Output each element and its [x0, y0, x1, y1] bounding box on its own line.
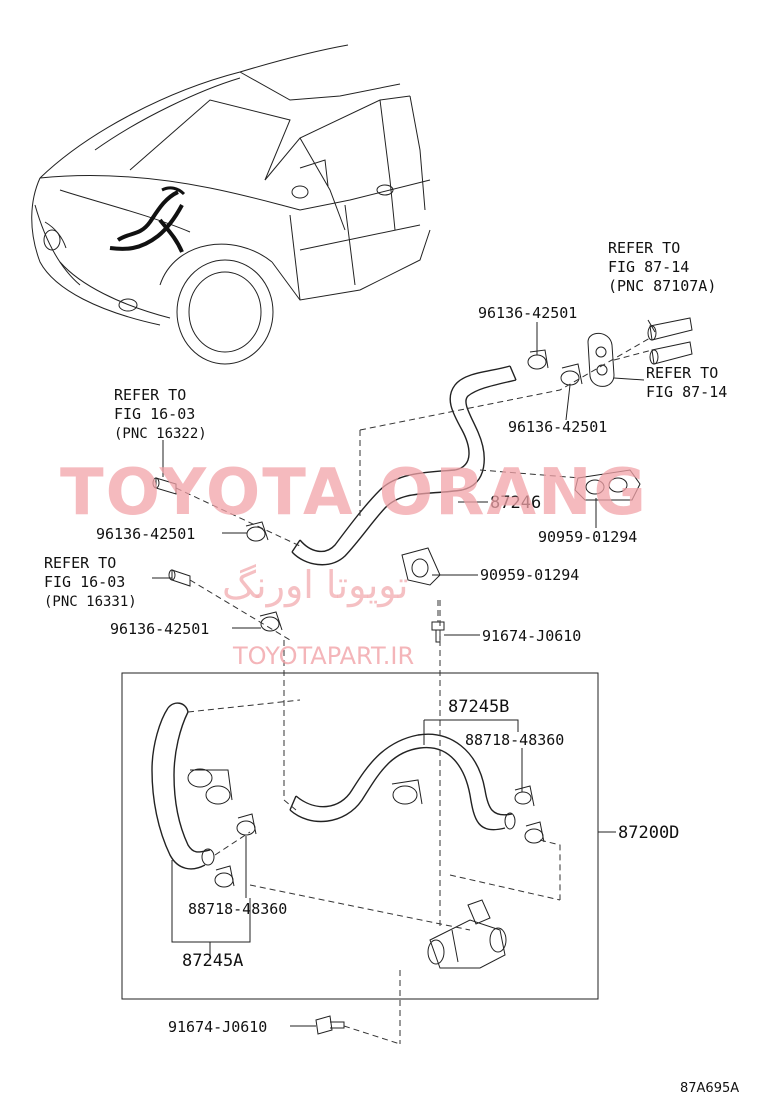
part-label[interactable]: 88718-48360 — [465, 731, 564, 749]
part-label[interactable]: 91674-J0610 — [482, 627, 581, 645]
clamp-holder-icon — [574, 469, 641, 501]
pipe-stub-icon — [647, 317, 693, 365]
part-label[interactable]: 90959-01294 — [538, 528, 637, 546]
clamp-holder-icon — [401, 547, 441, 586]
watermark-brand: TOYOTA ORANG — [60, 456, 648, 530]
ref-line: FIG 87-14 — [646, 383, 727, 401]
reference-right: REFER TO FIG 87-14 — [646, 364, 727, 401]
part-label[interactable]: 96136-42501 — [508, 418, 607, 436]
part-label[interactable]: 87245A — [182, 951, 243, 971]
assembly-frame — [121, 672, 599, 1000]
ref-line: REFER TO — [114, 386, 186, 404]
watermark: TOYOTA ORANG تویوتا اورنگ TOYOTAPART.IR — [60, 456, 648, 670]
part-label[interactable]: 91674-J0610 — [168, 1018, 267, 1036]
ref-line: (PNC 87107A) — [608, 277, 716, 295]
reference-left-upper: REFER TO FIG 16-03 (PNC 16322) — [114, 386, 207, 442]
ref-line: REFER TO — [608, 239, 680, 257]
hose-87245a — [151, 702, 215, 870]
ref-line: (PNC 16331) — [44, 594, 137, 610]
watermark-url: TOYOTAPART.IR — [232, 642, 414, 670]
clamp-icon — [187, 768, 545, 888]
part-label[interactable]: 87200D — [618, 823, 679, 843]
ref-line: (PNC 16322) — [114, 426, 207, 442]
bolt-icon — [315, 1015, 345, 1035]
bolt-icon — [431, 621, 445, 643]
leader-lines — [152, 319, 656, 1027]
valve-icon — [427, 899, 507, 969]
grommet-icon — [587, 332, 615, 387]
part-label[interactable]: 90959-01294 — [480, 566, 579, 584]
ref-line: REFER TO — [44, 554, 116, 572]
part-label[interactable]: 96136-42501 — [478, 304, 577, 322]
pipe-stub-icon — [152, 477, 191, 587]
part-label[interactable]: 87245B — [448, 697, 509, 717]
ref-line: FIG 16-03 — [44, 573, 125, 591]
part-label[interactable]: 87246 — [490, 493, 541, 513]
vehicle-illustration — [31, 44, 431, 365]
clamp-icon — [245, 521, 283, 632]
reference-top-right: REFER TO FIG 87-14 (PNC 87107A) — [608, 239, 716, 295]
clamp-icon — [527, 349, 583, 386]
ref-line: FIG 16-03 — [114, 405, 195, 423]
watermark-persian: تویوتا اورنگ — [222, 563, 409, 608]
part-label[interactable]: 96136-42501 — [96, 525, 195, 543]
ref-line: REFER TO — [646, 364, 718, 382]
part-label[interactable]: 96136-42501 — [110, 620, 209, 638]
reference-left-lower: REFER TO FIG 16-03 (PNC 16331) — [44, 554, 137, 610]
upper-hose-87246 — [291, 365, 517, 566]
figure-id: 87A695A — [680, 1081, 739, 1096]
ref-line: FIG 87-14 — [608, 258, 689, 276]
hose-87245b — [289, 733, 516, 831]
part-label[interactable]: 88718-48360 — [188, 900, 287, 918]
